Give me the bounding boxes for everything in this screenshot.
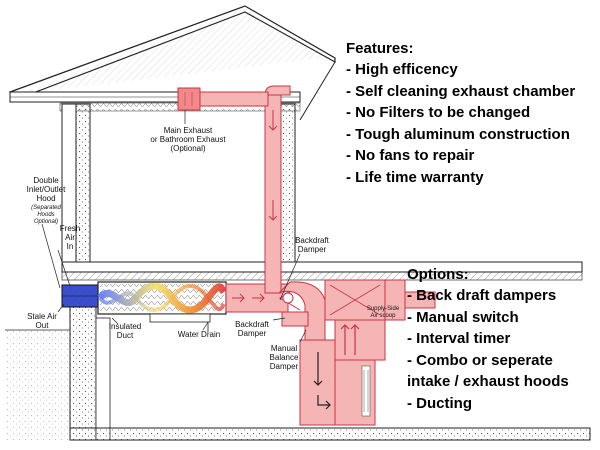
label-water-drain: Water Drain <box>177 330 221 339</box>
feature-item: - Self cleaning exhaust chamber <box>346 82 576 100</box>
inlet-outlet-hood <box>61 284 99 308</box>
furnace <box>299 279 406 426</box>
exterior-ground <box>5 330 70 440</box>
floor <box>61 261 583 281</box>
features-list: - High efficency - Self cleaning exhaust… <box>346 59 596 188</box>
roof-edge-line <box>299 61 336 121</box>
options-heading: Options: <box>407 266 469 283</box>
exhaust-duct <box>177 85 291 294</box>
label-backdraft-upper: Backdraft Damper <box>295 236 329 254</box>
label-stale-air: Stale Air Out <box>27 312 57 330</box>
options-list: - Back draft dampers - Manual switch - I… <box>407 285 592 414</box>
heat-exchanger <box>97 281 227 332</box>
label-hood-note: (Separated Hoods Optional) <box>31 205 61 225</box>
label-supply-scoop: Supply-Side Air scoop <box>366 306 400 319</box>
label-backdraft-lower: Backdraft Damper <box>235 320 269 338</box>
label-fresh-air: Fresh Air In <box>59 224 81 251</box>
option-item: - Interval timer <box>407 330 511 347</box>
feature-item: - No Filters to be changed <box>346 104 531 121</box>
features-heading: Features: <box>346 40 414 57</box>
foundation-wall <box>69 299 591 441</box>
options-panel: Options: - Back draft dampers - Manual s… <box>407 264 592 414</box>
supply-scoop-duct <box>404 291 436 309</box>
features-panel: Features: - High efficency - Self cleani… <box>346 38 596 188</box>
label-manual-balance: Manual Balance Damper <box>269 344 299 371</box>
option-item: - Back draft dampers <box>407 287 557 304</box>
option-item: - Combo or seperate intake / exhaust hoo… <box>407 351 569 391</box>
feature-item: - No fans to repair <box>346 147 475 164</box>
option-item: - Manual switch <box>407 308 519 326</box>
leader-lines <box>41 110 307 343</box>
damper-assembly <box>278 281 326 341</box>
feature-item: - Life time warranty <box>346 168 484 186</box>
feature-item: - Tough aluminum construction <box>346 125 570 143</box>
feature-item: - High efficency <box>346 61 458 78</box>
label-insulated-duct: Insulated Duct <box>108 322 142 340</box>
label-hood: Double Inlet/Outlet Hood <box>26 176 66 203</box>
option-item: - Ducting <box>407 394 472 412</box>
label-main-exhaust: Main Exhaust or Bathroom Exhaust (Option… <box>150 126 226 153</box>
